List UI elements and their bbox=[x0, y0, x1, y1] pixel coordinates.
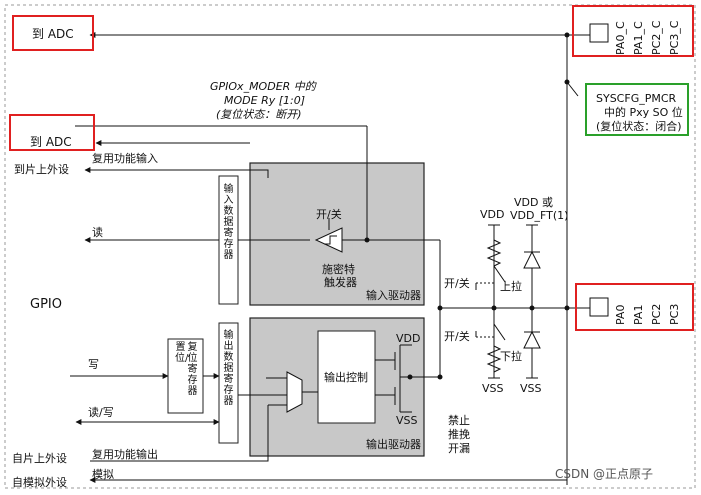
pull-on-off-label-1: 开/关 bbox=[444, 277, 470, 290]
syscfg-line1: SYSCFG_PMCR bbox=[596, 92, 677, 105]
pc3c-label: PC3_C bbox=[668, 20, 681, 56]
vdd-or-label: VDD 或 bbox=[514, 196, 553, 209]
bsrr-register-box bbox=[167, 338, 204, 414]
moder-line1: GPIOx_MODER 中的 bbox=[210, 80, 316, 93]
schmitt-label-1: 施密特 bbox=[322, 263, 355, 276]
output-control-label: 输出控制 bbox=[324, 371, 368, 384]
to-adc-box-2 bbox=[9, 114, 95, 151]
to-adc-box-1 bbox=[12, 15, 94, 51]
vss-inner-label: VSS bbox=[396, 414, 418, 427]
moder-line3: (复位状态：断开) bbox=[216, 108, 302, 121]
pins-box bbox=[575, 283, 694, 331]
vdd-ft-label: VDD_FT(1) bbox=[510, 209, 569, 222]
pin-pad-top bbox=[589, 23, 609, 43]
schmitt-label-2: 触发器 bbox=[324, 276, 357, 289]
read-label: 读 bbox=[92, 226, 103, 239]
write-label: 写 bbox=[88, 358, 99, 371]
to-peripheral-label: 到片上外设 bbox=[14, 163, 69, 176]
pa0c-label: PA0_C bbox=[614, 21, 627, 55]
disable-label-3: 开漏 bbox=[448, 442, 470, 455]
output-data-register-box bbox=[218, 322, 239, 444]
output-data-register-label: 输出数据寄存器 bbox=[223, 330, 234, 407]
pull-on-off-label-2: 开/关 bbox=[444, 330, 470, 343]
to-adc-label-1: 到 ADC bbox=[32, 27, 74, 41]
output-control-box bbox=[317, 330, 376, 424]
input-data-register-label: 输入数据寄存器 bbox=[223, 184, 234, 261]
pc3-label: PC3 bbox=[668, 303, 681, 325]
to-analog-label: 自模拟外设 bbox=[12, 476, 67, 489]
pa0-label: PA0 bbox=[614, 304, 627, 325]
syscfg-line3: (复位状态：闭合) bbox=[596, 120, 682, 133]
pa1c-label: PA1_C bbox=[632, 21, 645, 55]
pa1-label: PA1 bbox=[632, 304, 645, 325]
moder-line2: MODE Ry [1:0] bbox=[224, 94, 306, 107]
pc2c-label: PC2_C bbox=[650, 20, 663, 56]
input-driver-label: 输入驱动器 bbox=[366, 289, 421, 302]
pull-down-label: 下拉 bbox=[500, 350, 522, 363]
pin-pad-main bbox=[589, 297, 609, 317]
alt-output-label: 复用功能输出 bbox=[92, 448, 158, 461]
disable-label-2: 推挽 bbox=[448, 428, 470, 441]
watermark: CSDN @正点原子 bbox=[555, 467, 654, 481]
vdd-inner-label: VDD bbox=[396, 332, 421, 345]
pc2-label: PC2 bbox=[650, 303, 663, 325]
set-reset-register-label-1: 置位/ bbox=[175, 342, 189, 364]
vss-label-1: VSS bbox=[482, 382, 504, 395]
read-write-label: 读/写 bbox=[88, 406, 114, 419]
pull-up-label: 上拉 bbox=[500, 280, 522, 293]
syscfg-box bbox=[585, 83, 689, 136]
analog-label: 模拟 bbox=[92, 468, 114, 481]
gpio-label: GPIO bbox=[30, 297, 62, 312]
outer-frame bbox=[4, 4, 696, 489]
to-adc-label-2: 到 ADC bbox=[30, 135, 72, 149]
vss-label-2: VSS bbox=[520, 382, 542, 395]
alt-input-label: 复用功能输入 bbox=[92, 152, 158, 165]
from-peripheral-label: 自片上外设 bbox=[12, 452, 67, 465]
set-reset-register-label-2: 复位寄存器 bbox=[187, 342, 198, 397]
syscfg-line2: 中的 Pxy SO 位 bbox=[604, 106, 683, 119]
disable-label-1: 禁止 bbox=[448, 414, 470, 427]
pins-c-box bbox=[572, 5, 694, 57]
vdd-label: VDD bbox=[480, 208, 505, 221]
output-driver-label: 输出驱动器 bbox=[366, 438, 421, 451]
switch-label: 开/关 bbox=[316, 208, 342, 221]
